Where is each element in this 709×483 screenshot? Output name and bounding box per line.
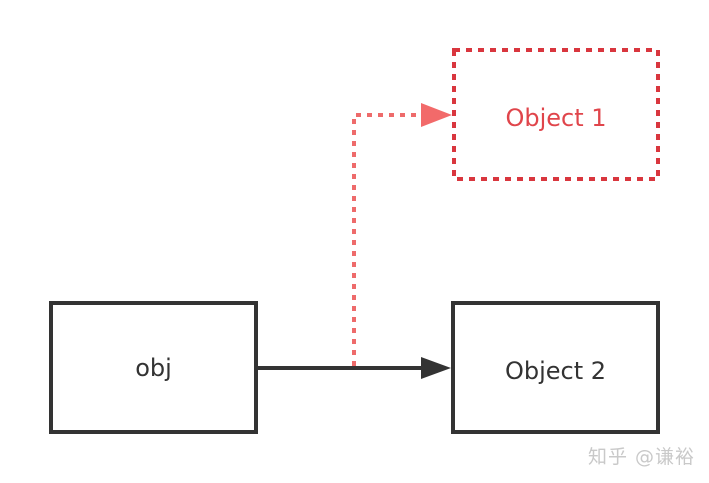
solid-arrow-object-2 [258, 357, 451, 379]
dashed-connector-line [352, 113, 424, 366]
node-object-2-label: Object 2 [505, 357, 606, 385]
node-object-2-box [451, 301, 660, 434]
dashed-connector-object-1 [352, 103, 452, 366]
node-object-1: Object 1 [452, 48, 660, 181]
node-obj-label: obj [135, 354, 172, 382]
watermark: 知乎 @谦裕 [587, 446, 695, 468]
node-object-1-box [452, 48, 660, 181]
solid-arrowhead-icon [421, 357, 451, 379]
node-object-2: Object 2 [451, 301, 660, 434]
dashed-arrowhead-icon [421, 103, 452, 127]
node-object-1-label: Object 1 [505, 104, 606, 132]
node-obj-box [49, 301, 258, 434]
node-obj: obj [49, 301, 258, 434]
